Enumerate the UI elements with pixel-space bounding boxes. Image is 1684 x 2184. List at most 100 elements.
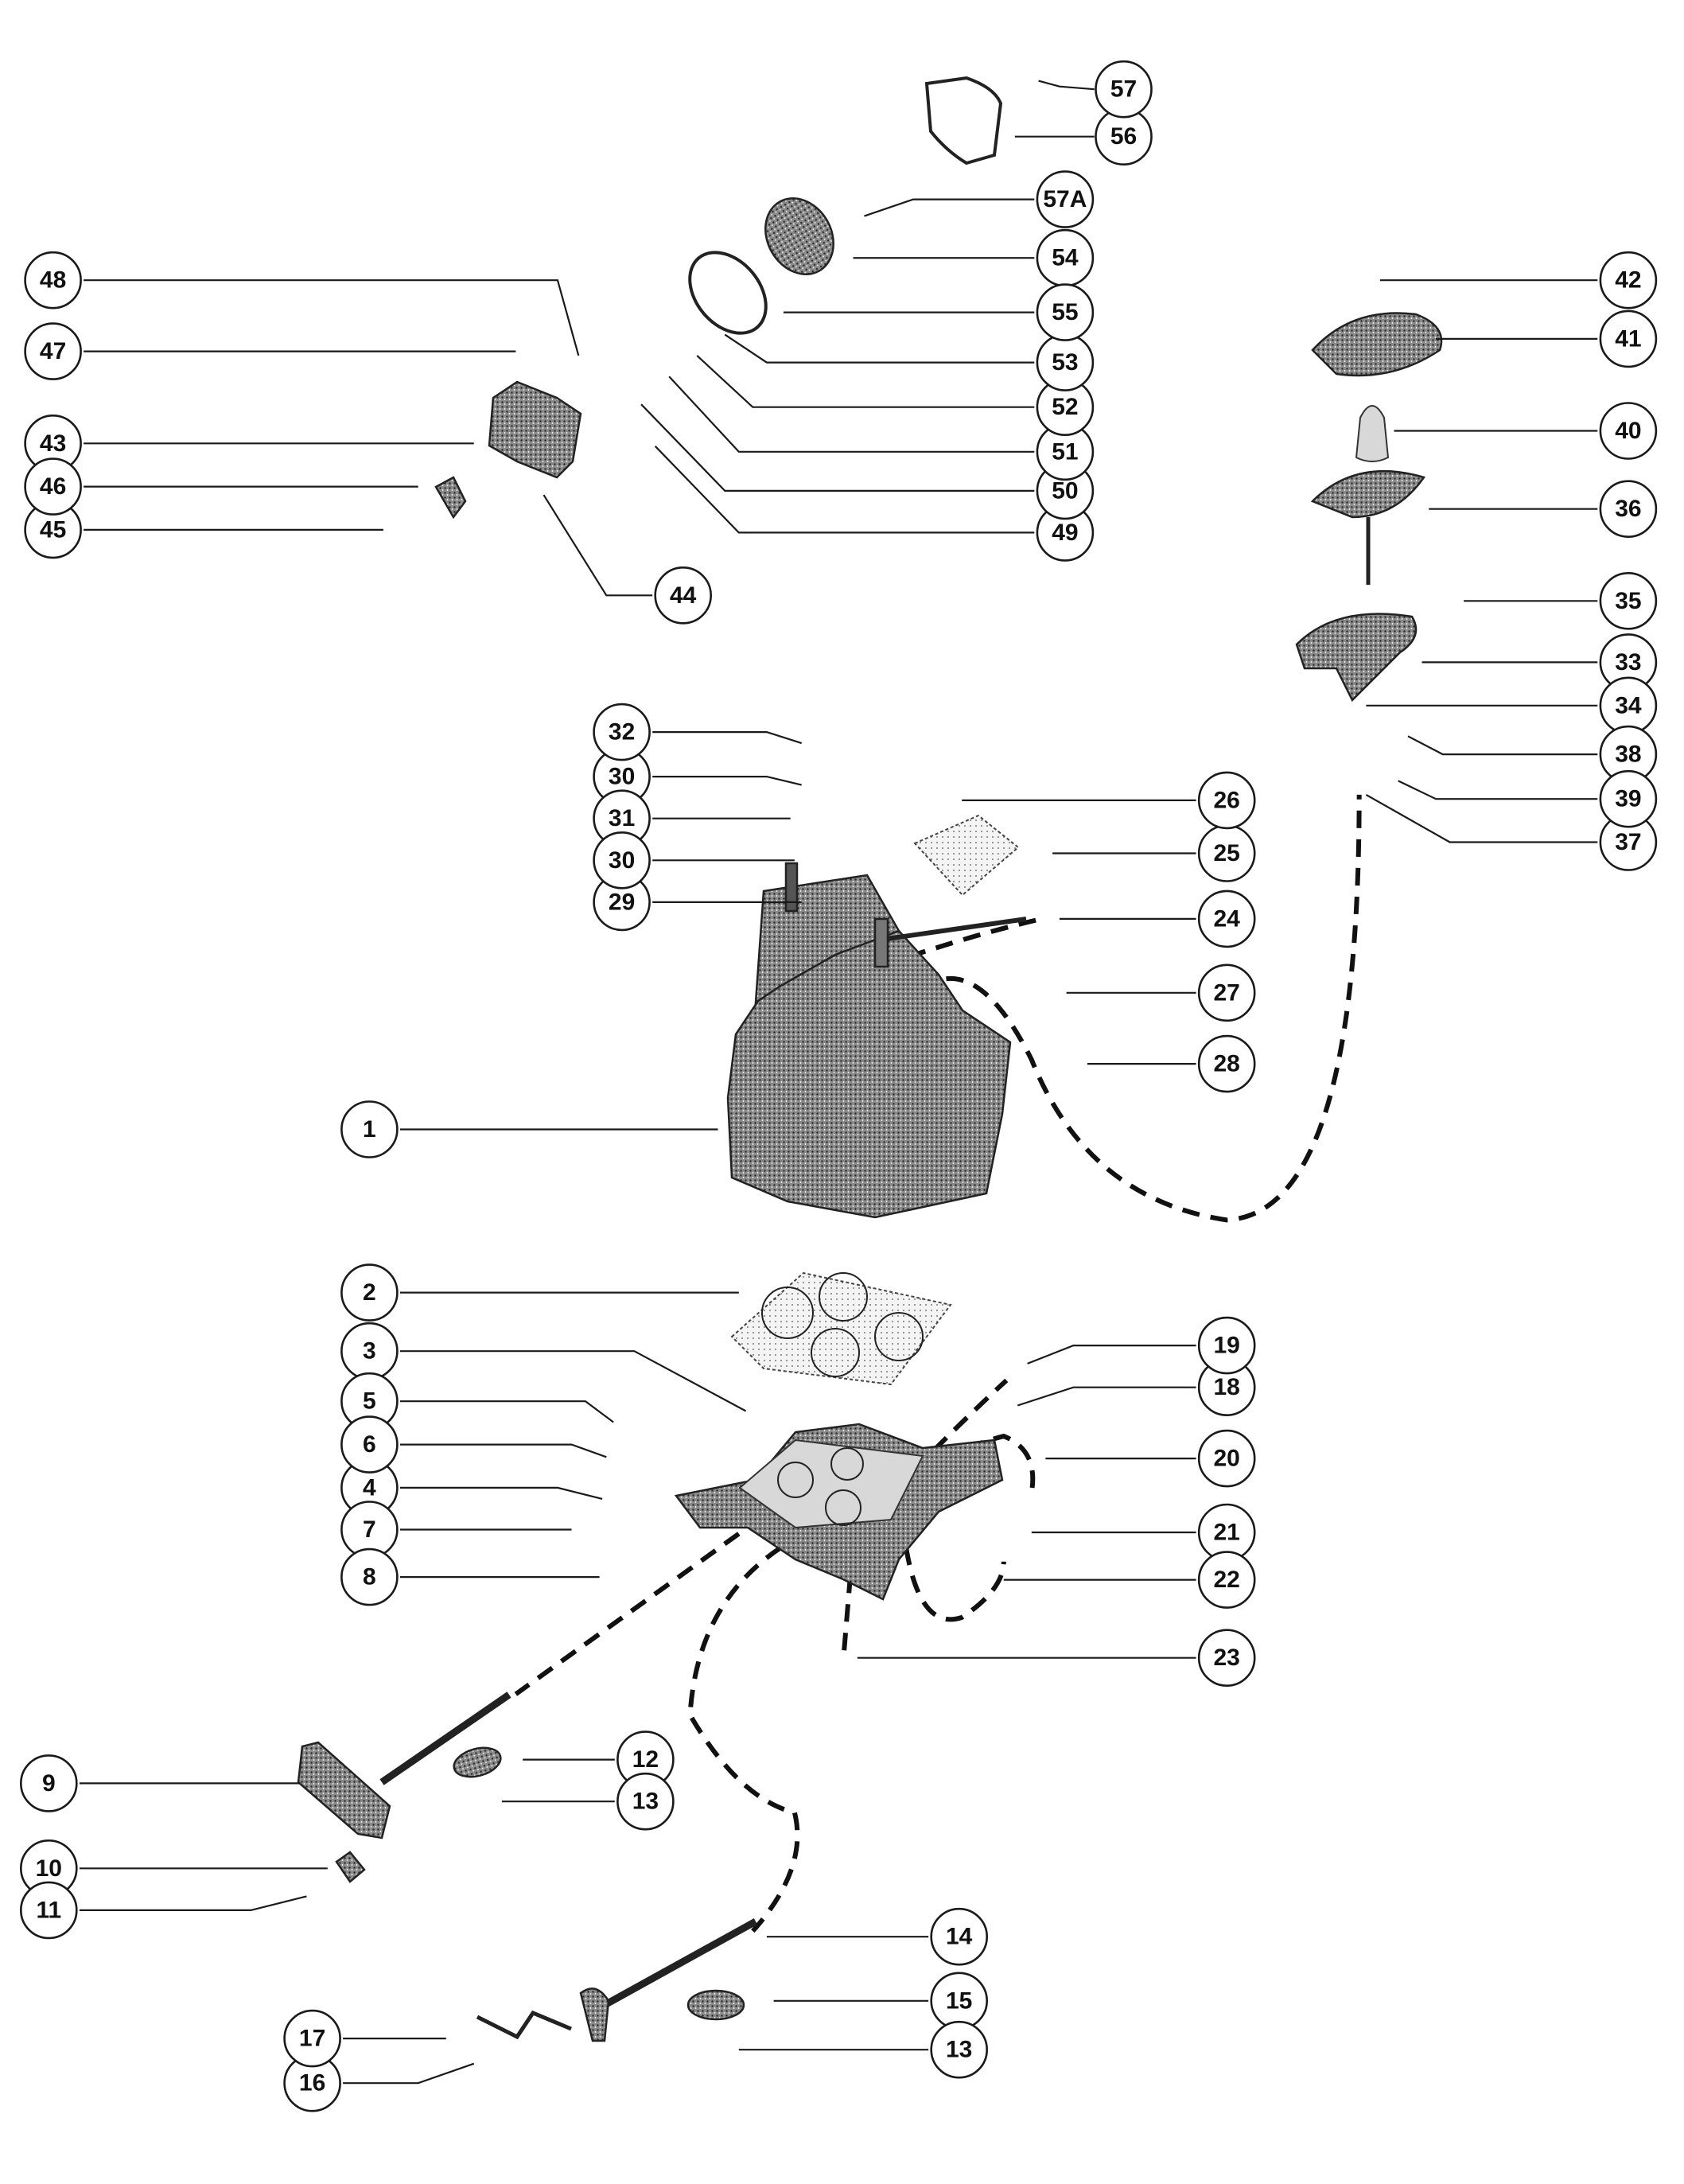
callout-3: 3	[340, 1322, 399, 1380]
leader-line-48	[84, 279, 580, 356]
throttle-body	[674, 1423, 1004, 1601]
callout-45: 45	[24, 500, 82, 559]
callout-circle	[654, 566, 713, 625]
callout-circle	[19, 1754, 78, 1812]
callout-17: 17	[283, 2009, 341, 2068]
callout-circle	[1599, 769, 1658, 828]
diaphragm	[1310, 469, 1426, 519]
callout-number: 44	[670, 582, 697, 609]
callout-37: 37	[1599, 813, 1658, 871]
callout-24: 24	[1197, 890, 1256, 948]
leader-line-30	[652, 775, 802, 786]
callout-57A: 57A	[1036, 170, 1095, 228]
flame-arrestor-cover	[924, 76, 1003, 165]
callout-40: 40	[1599, 402, 1658, 460]
callout-10: 10	[19, 1839, 78, 1898]
callout-circle	[1197, 1629, 1256, 1687]
leader-line-32	[652, 730, 803, 745]
callout-number: 36	[1615, 496, 1641, 522]
callout-circle	[616, 1772, 675, 1831]
air-filter-element	[764, 197, 834, 275]
callout-number: 32	[609, 719, 635, 746]
assembly-dashed-line	[687, 1545, 800, 1933]
callout-number: 38	[1615, 742, 1641, 768]
callout-number: 14	[946, 1924, 973, 1950]
leader-line-16	[343, 2062, 475, 2085]
callout-36: 36	[1599, 480, 1658, 539]
callout-circle	[1197, 1034, 1256, 1093]
callout-number: 23	[1214, 1645, 1240, 1671]
throttle-plate	[453, 1746, 502, 1778]
callout-14: 14	[930, 1907, 988, 1966]
callout-circle	[19, 1881, 78, 1940]
choke-shaft	[886, 917, 1027, 941]
callout-circle	[24, 251, 82, 309]
callout-number: 57	[1110, 76, 1137, 103]
callout-number: 34	[1615, 692, 1642, 718]
diaphragm-cover	[1311, 312, 1443, 377]
secondary-plate	[686, 1989, 745, 2021]
leader-line-6	[400, 1443, 607, 1458]
callout-circle	[24, 322, 82, 380]
callout-number: 43	[40, 430, 66, 457]
callout-5: 5	[340, 1372, 399, 1431]
callout-circle	[1197, 1551, 1256, 1609]
pump-lever	[434, 476, 467, 520]
callout-number: 30	[609, 764, 635, 790]
callout-43: 43	[24, 414, 82, 473]
callout-number: 57A	[1043, 186, 1087, 212]
callout-23: 23	[1197, 1629, 1256, 1687]
leader-line-53	[724, 333, 1035, 364]
callout-57: 57	[1095, 60, 1153, 119]
callout-number: 16	[299, 2070, 325, 2096]
leader-line-38	[1407, 735, 1598, 756]
callout-circle	[1197, 771, 1256, 830]
callout-number: 18	[1214, 1374, 1240, 1400]
callout-circle	[1599, 251, 1658, 309]
callout-circle	[593, 703, 651, 761]
leader-line-5	[400, 1400, 614, 1423]
callouts: 1234567891011121314151316171819202122232…	[19, 60, 1658, 2112]
leader-line-51	[668, 376, 1035, 453]
callout-circle	[1599, 480, 1658, 539]
callout-circle	[340, 1547, 399, 1606]
callout-number: 24	[1214, 905, 1241, 932]
callout-number: 40	[1615, 418, 1641, 444]
callout-circle	[340, 1415, 399, 1474]
leader-line-50	[640, 403, 1035, 492]
callout-21: 21	[1197, 1503, 1256, 1562]
leader-line-19	[1027, 1344, 1196, 1365]
callout-27: 27	[1197, 964, 1256, 1022]
callout-38: 38	[1599, 725, 1658, 784]
parts	[297, 76, 1443, 2042]
callout-circle	[1197, 1429, 1256, 1488]
callout-number: 8	[363, 1564, 376, 1590]
leader-lines	[79, 80, 1598, 2085]
leader-line-11	[79, 1895, 307, 1911]
callout-circle	[1599, 402, 1658, 460]
callout-number: 56	[1110, 123, 1137, 150]
callout-number: 21	[1214, 1520, 1240, 1546]
callout-number: 26	[1214, 787, 1240, 813]
leader-line-4	[400, 1486, 603, 1500]
callout-34: 34	[1599, 676, 1658, 735]
callout-circle	[283, 2009, 341, 2068]
callout-circle	[1599, 571, 1658, 630]
callout-30: 30	[593, 747, 651, 806]
assembly-dashed-line	[841, 1575, 854, 1660]
assembly-dashed-line	[918, 794, 1362, 1223]
callout-56: 56	[1095, 107, 1153, 165]
callout-number: 50	[1052, 477, 1078, 504]
callout-number: 13	[632, 1789, 659, 1815]
callout-number: 41	[1615, 325, 1641, 352]
callout-number: 42	[1615, 267, 1641, 294]
callout-8: 8	[340, 1547, 399, 1606]
leader-line-44	[543, 494, 653, 597]
secondary-diaphragm-housing	[1295, 613, 1418, 703]
callout-12: 12	[616, 1730, 675, 1789]
callout-number: 54	[1052, 245, 1079, 271]
callout-number: 52	[1052, 394, 1078, 420]
callout-number: 49	[1052, 520, 1078, 546]
callout-circle	[1197, 1316, 1256, 1375]
callout-41: 41	[1599, 309, 1658, 368]
